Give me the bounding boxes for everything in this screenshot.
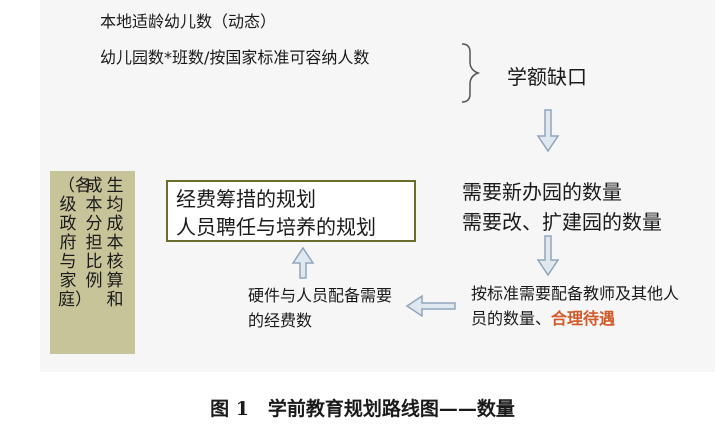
reasonable-pay-highlight: 合理待遇: [551, 309, 616, 328]
down-arrow-icon: [536, 109, 560, 153]
staffing-plan-text: 人员聘任与培养的规划: [176, 215, 376, 239]
down-arrow-icon: [536, 235, 560, 277]
up-arrow-icon: [291, 246, 315, 279]
bracket: [461, 43, 481, 103]
expand-kindergarten-need: 需要改、扩建园的数量: [462, 210, 662, 234]
cost-sharing-box: 生均成本核算和 成本分担比例 （各级政府与家庭）: [50, 171, 135, 354]
staffing-needs-main: 按标准需要配备教师及其他人员的数量、: [471, 284, 680, 328]
figure-caption: 图 1 学前教育规划路线图——数量: [210, 398, 515, 420]
left-arrow-icon: [405, 294, 456, 318]
unit-cost-text: 生均成本核算和: [106, 176, 124, 310]
cost-share-ratio-text: 成本分担比例: [85, 176, 103, 291]
kindergarten-capacity-text: 幼儿园数*班数/按国家标准可容纳人数: [100, 48, 370, 67]
planning-box: 经费筹措的规划 人员聘任与培养的规划: [166, 180, 416, 242]
staffing-needs-text: 按标准需要配备教师及其他人员的数量、合理待遇: [471, 281, 686, 331]
enrollment-gap-label: 学额缺口: [507, 65, 587, 89]
local-children-text: 本地适龄幼儿数（动态）: [100, 12, 277, 31]
hardware-cost-text: 硬件与人员配备需要的经费数: [248, 286, 393, 330]
funding-plan-text: 经费筹措的规划: [176, 187, 316, 211]
new-kindergarten-need: 需要新办园的数量: [462, 180, 622, 204]
